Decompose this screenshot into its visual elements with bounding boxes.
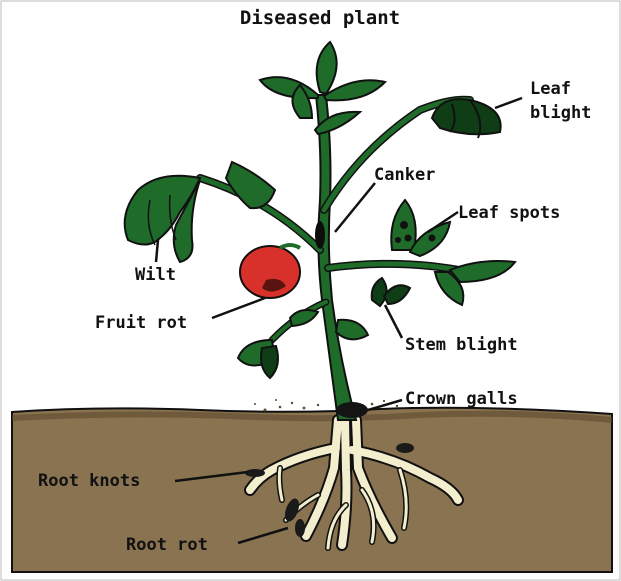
tomato-fruit	[240, 245, 300, 298]
diagram-title: Diseased plant	[240, 7, 400, 29]
label-canker: Canker	[374, 165, 435, 185]
label-root-rot: Root rot	[126, 535, 208, 555]
label-crown-galls: Crown galls	[405, 389, 518, 409]
stem	[200, 95, 470, 420]
label-leaf-spots: Leaf spots	[458, 203, 560, 223]
label-fruit-rot: Fruit rot	[95, 313, 187, 333]
label-stem-blight: Stem blight	[405, 335, 518, 355]
canker-lesion	[315, 221, 325, 249]
label-leaf-blight-line1: Leaf	[530, 79, 571, 99]
crown-gall	[336, 402, 368, 418]
label-leaf-blight-line2: blight	[530, 103, 591, 123]
label-wilt: Wilt	[135, 265, 176, 285]
label-root-knots: Root knots	[38, 471, 140, 491]
